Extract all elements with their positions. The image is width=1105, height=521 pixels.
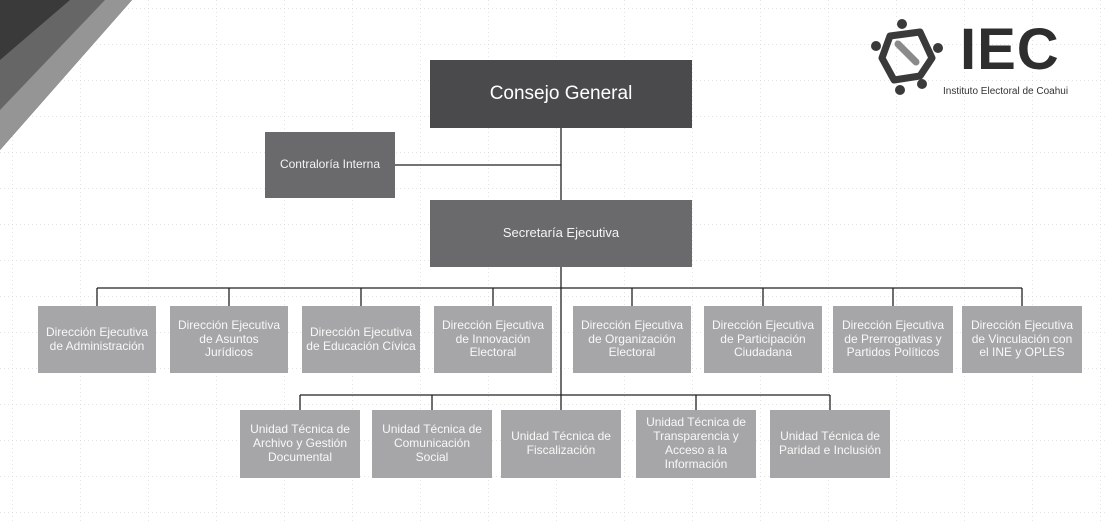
direccion-label: Dirección Ejecutiva de Administración [45,324,149,353]
corner-decoration [0,0,132,150]
unidad-label: Unidad Técnica de Comunicación Social [382,422,482,464]
direccion-label: Dirección Ejecutiva de Asuntos Jurídicos [177,317,281,360]
direccion-label: Dirección Ejecutiva de Educación Cívica [306,324,416,353]
direccion-educacion-civica-box: Dirección Ejecutiva de Educación Cívica [302,306,420,373]
unidad-fiscalizacion-box: Unidad Técnica de Fiscalización [501,410,621,478]
unidad-label: Unidad Técnica de Archivo y Gestión Docu… [250,422,350,464]
direccion-label: Dirección Ejecutiva de Prerrogativas y P… [841,317,945,360]
direccion-organizacion-electoral-box: Dirección Ejecutiva de Organización Elec… [573,306,691,373]
consejo-general-box: Consejo General [430,60,692,128]
unidad-label: Unidad Técnica de Transparencia y Acceso… [646,415,746,471]
unidad-transparencia-box: Unidad Técnica de Transparencia y Acceso… [636,410,756,478]
direccion-label: Dirección Ejecutiva de Innovación Electo… [441,317,545,360]
unidad-label: Unidad Técnica de Fiscalización [511,429,611,457]
logo-institute-name: Instituto Electoral de Coahui [943,86,1069,97]
unidad-comunicacion-social-box: Unidad Técnica de Comunicación Social [372,410,492,478]
contraloria-interna-label: Contraloría Interna [279,157,381,172]
direccion-administracion-box: Dirección Ejecutiva de Administración [38,306,156,373]
logo-acronym: IEC [960,17,1060,82]
direccion-participacion-ciudadana-box: Dirección Ejecutiva de Participación Ciu… [704,306,822,373]
direccion-label: Dirección Ejecutiva de Vinculación con e… [970,317,1074,360]
consejo-general-label: Consejo General [489,83,633,105]
direccion-asuntos-juridicos-box: Dirección Ejecutiva de Asuntos Jurídicos [170,306,288,373]
unidad-archivo-box: Unidad Técnica de Archivo y Gestión Docu… [240,410,360,478]
direccion-prerrogativas-box: Dirección Ejecutiva de Prerrogativas y P… [833,306,953,373]
unidad-paridad-box: Unidad Técnica de Paridad e Inclusión [770,410,890,478]
direccion-innovacion-electoral-box: Dirección Ejecutiva de Innovación Electo… [434,306,552,373]
iec-logo-icon [871,19,943,95]
direccion-vinculacion-box: Dirección Ejecutiva de Vinculación con e… [962,306,1082,373]
unidad-label: Unidad Técnica de Paridad e Inclusión [778,429,882,457]
direccion-label: Dirección Ejecutiva de Organización Elec… [580,317,684,360]
direccion-label: Dirección Ejecutiva de Participación Ciu… [711,317,815,360]
contraloria-interna-box: Contraloría Interna [265,132,395,198]
secretaria-ejecutiva-label: Secretaría Ejecutiva [502,225,620,241]
secretaria-ejecutiva-box: Secretaría Ejecutiva [430,200,692,267]
